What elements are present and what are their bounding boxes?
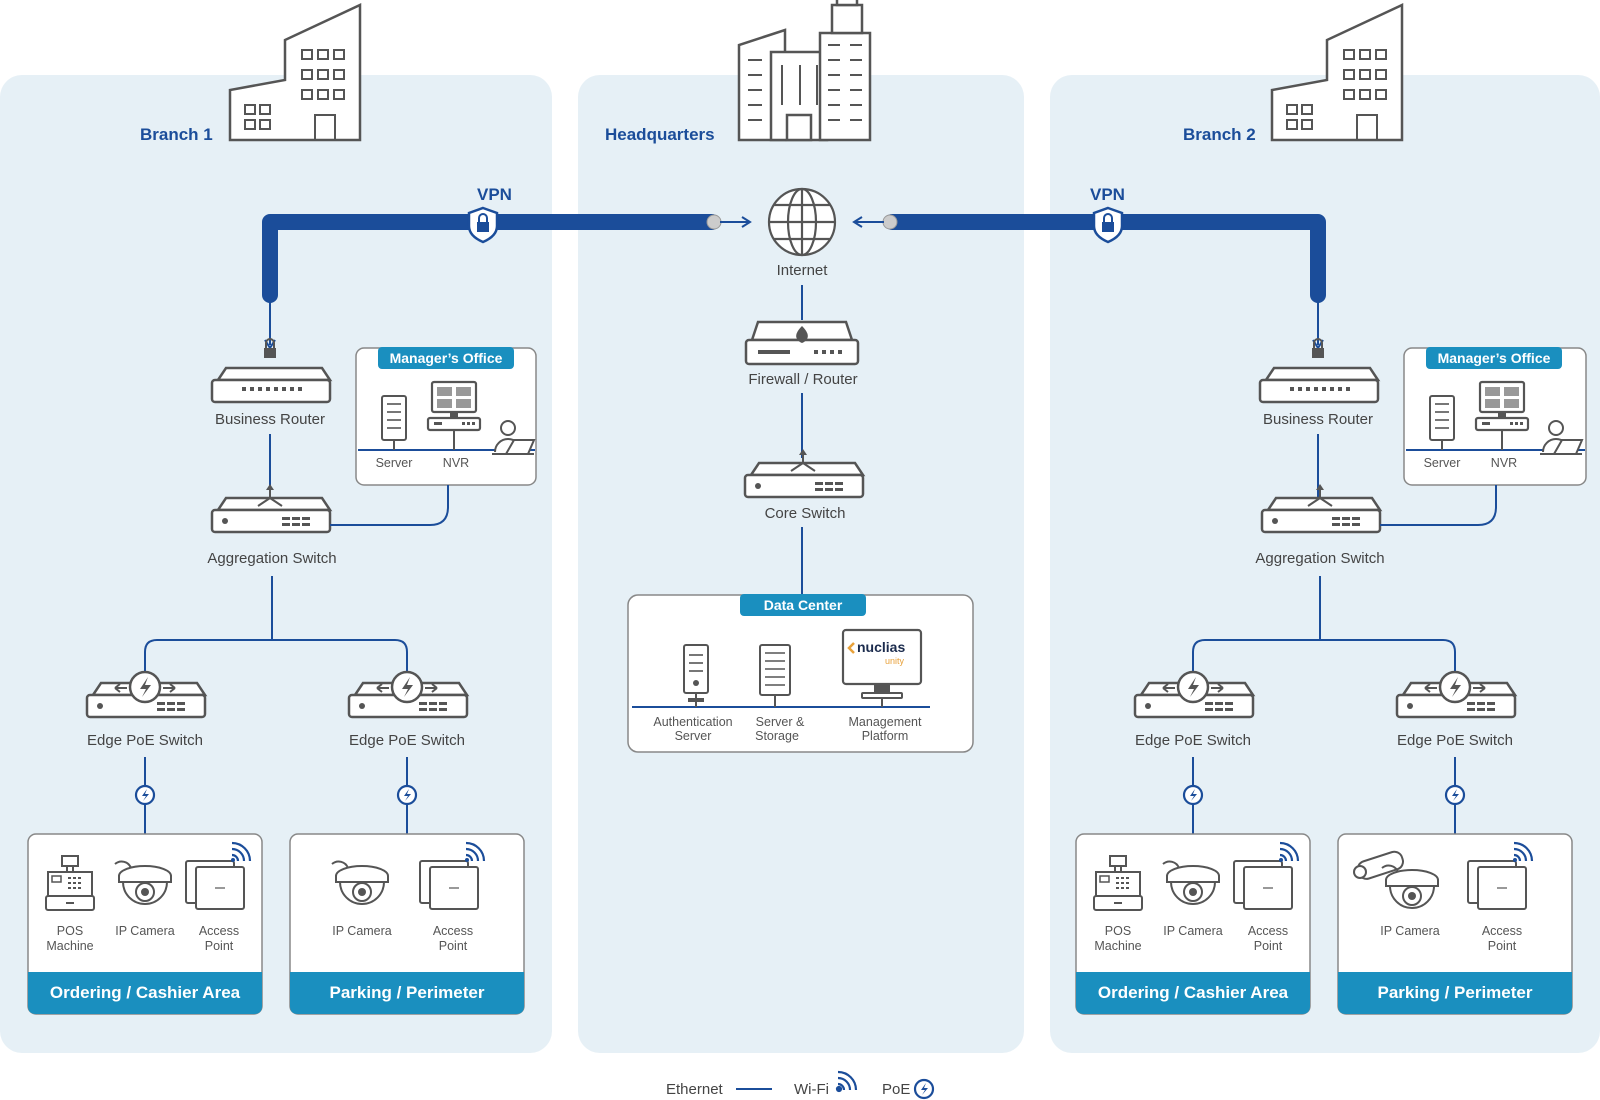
- nvr-icon: [426, 380, 482, 432]
- edge-poe-switch-label: Edge PoE Switch: [349, 732, 465, 749]
- ip-camera-label: IP Camera: [1380, 924, 1440, 938]
- branch1-label: Branch 1: [140, 125, 213, 144]
- access-point-label-1: Access: [433, 924, 473, 938]
- nvr-label: NVR: [1491, 456, 1517, 470]
- aggregation-switch-label: Aggregation Switch: [1255, 550, 1384, 567]
- nvr-icon: [1474, 380, 1530, 432]
- branch2-group: Business Router Manager’s Office Server …: [1075, 337, 1587, 1015]
- poe-icon: [1182, 784, 1204, 806]
- poe-icon: [1444, 784, 1466, 806]
- storage-label-1: Server &: [756, 715, 805, 729]
- branch1-zone: [0, 75, 552, 1053]
- access-point-label-2: Point: [1488, 939, 1517, 953]
- access-point-label-1: Access: [1482, 924, 1522, 938]
- ordering-area-title: Ordering / Cashier Area: [50, 983, 241, 1002]
- access-point-label-2: Point: [205, 939, 234, 953]
- pos-label-2: Machine: [46, 939, 93, 953]
- aggregation-switch-label: Aggregation Switch: [207, 550, 336, 567]
- parking-area-banner: [1338, 972, 1572, 1014]
- branch2-building-icon: [1270, 3, 1404, 142]
- auth-server-label-1: Authentication: [653, 715, 732, 729]
- ordering-area-banner: [1076, 972, 1310, 1014]
- pos-label-1: POS: [57, 924, 83, 938]
- branch2-zone: [1050, 75, 1600, 1053]
- internet-label: Internet: [777, 262, 829, 279]
- vpn-shield-icon: [467, 206, 499, 244]
- ordering-area-title: Ordering / Cashier Area: [1098, 983, 1289, 1002]
- data-center-title: Data Center: [764, 597, 843, 613]
- server-icon: [381, 395, 407, 441]
- vpn-label-branch1: VPN: [477, 185, 512, 204]
- parking-area-banner: [290, 972, 524, 1014]
- ordering-area-banner: [28, 972, 262, 1014]
- core-switch-label: Core Switch: [765, 505, 846, 522]
- legend-ethernet-label: Ethernet: [666, 1081, 724, 1098]
- wifi-icon: [835, 1070, 858, 1093]
- poe-icon: [396, 784, 418, 806]
- ip-camera-label: IP Camera: [1163, 924, 1223, 938]
- legend-wifi-label: Wi-Fi: [794, 1081, 829, 1098]
- firewall-router-icon: [744, 320, 860, 366]
- access-point-label-2: Point: [1254, 939, 1283, 953]
- mgmt-label-2: Platform: [862, 729, 909, 743]
- access-point-label-1: Access: [1248, 924, 1288, 938]
- legend: Ethernet Wi-Fi PoE: [666, 1070, 935, 1100]
- business-router-label: Business Router: [1263, 411, 1373, 428]
- poe-icon: [134, 784, 156, 806]
- parking-area-title: Parking / Perimeter: [330, 983, 485, 1002]
- ip-camera-label: IP Camera: [115, 924, 175, 938]
- ip-camera-label: IP Camera: [332, 924, 392, 938]
- business-router-label: Business Router: [215, 411, 325, 428]
- storage-label-2: Storage: [755, 729, 799, 743]
- auth-server-icon: [683, 644, 709, 707]
- nuclias-brand: nuclias: [857, 639, 905, 655]
- edge-poe-switch-label: Edge PoE Switch: [87, 732, 203, 749]
- managers-office-title: Manager’s Office: [390, 350, 503, 366]
- poe-icon: [913, 1078, 935, 1100]
- access-point-label-2: Point: [439, 939, 468, 953]
- firewall-label: Firewall / Router: [748, 371, 857, 388]
- vpn-label-branch2: VPN: [1090, 185, 1125, 204]
- hq-label: Headquarters: [605, 125, 715, 144]
- nuclias-sub: unity: [885, 656, 905, 666]
- branch1-group: Business Router Manager’s Office Server …: [27, 337, 537, 1015]
- management-platform-icon: [841, 628, 923, 707]
- data-center-header: [740, 594, 866, 616]
- server-label: Server: [376, 456, 413, 470]
- edge-poe-switch-label: Edge PoE Switch: [1135, 732, 1251, 749]
- parking-area-title: Parking / Perimeter: [1378, 983, 1533, 1002]
- auth-server-label-2: Server: [675, 729, 712, 743]
- vpn-shield-icon: [1092, 206, 1124, 244]
- storage-server-icon: [759, 644, 791, 707]
- pos-label-1: POS: [1105, 924, 1131, 938]
- server-label: Server: [1424, 456, 1461, 470]
- mgmt-label-1: Management: [849, 715, 922, 729]
- managers-office-header: [378, 347, 514, 369]
- managers-office-title: Manager’s Office: [1438, 350, 1551, 366]
- server-icon: [1429, 395, 1455, 441]
- legend-poe-label: PoE: [882, 1081, 910, 1098]
- branch2-label: Branch 2: [1183, 125, 1256, 144]
- branch1-building-icon: [228, 3, 362, 142]
- nvr-label: NVR: [443, 456, 469, 470]
- edge-poe-switch-label: Edge PoE Switch: [1397, 732, 1513, 749]
- access-point-label-1: Access: [199, 924, 239, 938]
- hq-building-icon: [737, 0, 872, 142]
- managers-office-header: [1426, 347, 1562, 369]
- globe-icon: [767, 187, 837, 257]
- pos-label-2: Machine: [1094, 939, 1141, 953]
